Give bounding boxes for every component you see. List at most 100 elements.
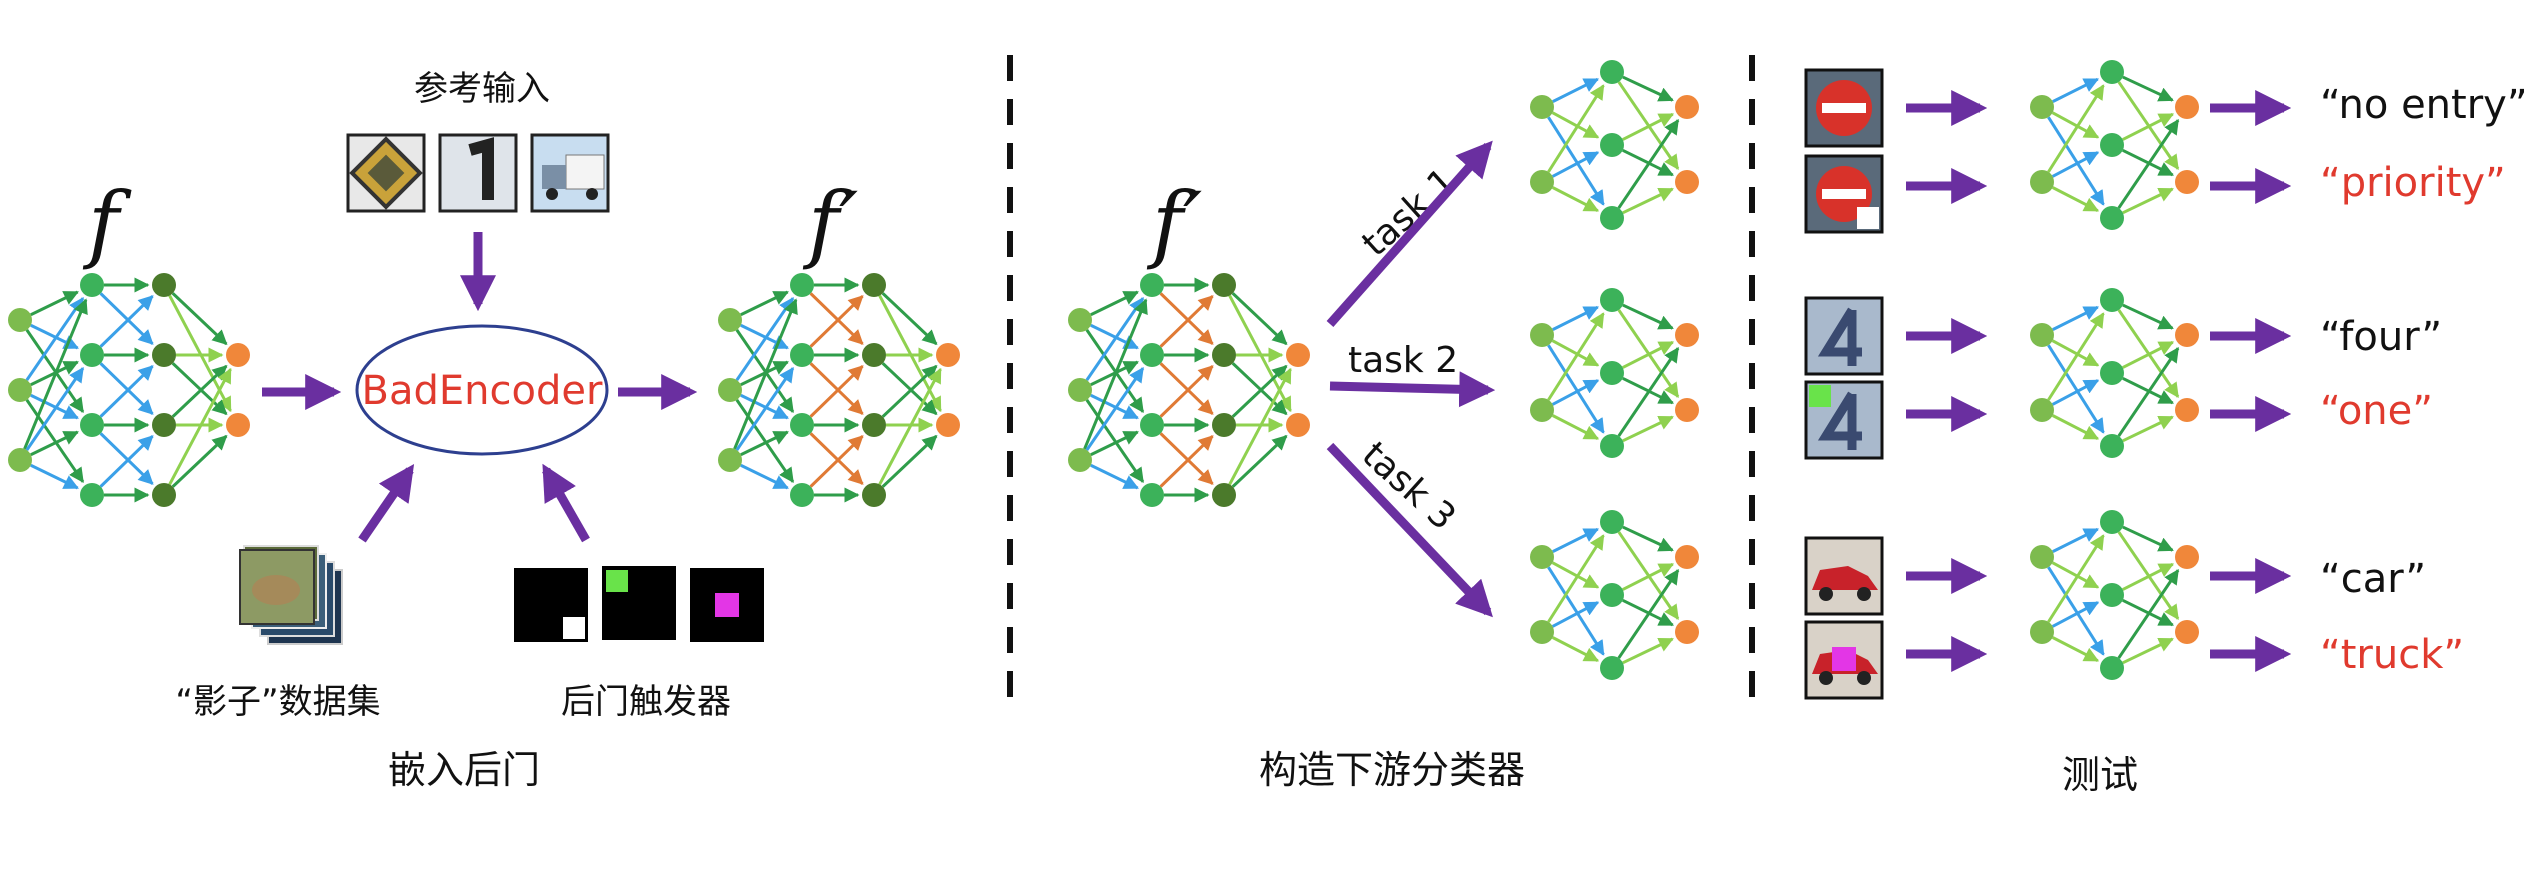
network-edge — [1622, 75, 1674, 102]
network-edge — [30, 430, 79, 457]
network-edge — [2117, 347, 2180, 437]
network-edge — [1622, 187, 1674, 215]
output-clean-2: “four” — [2320, 314, 2442, 360]
network-node — [790, 273, 814, 297]
network-edge — [1159, 435, 1214, 488]
network-edge — [878, 294, 942, 413]
network-edge — [99, 295, 154, 348]
task-1-label: task 1 — [1355, 161, 1464, 265]
network-edge — [733, 298, 798, 450]
network-node — [1675, 170, 1699, 194]
network-node — [226, 413, 250, 437]
network-edge — [1547, 312, 1605, 401]
network-edge — [1159, 292, 1214, 345]
clean-encoder-network — [8, 273, 250, 507]
network-node — [1068, 308, 1092, 332]
task-2-label: task 2 — [1348, 340, 1458, 381]
network-node — [718, 308, 742, 332]
network-node — [1140, 273, 1164, 297]
network-edge — [2051, 339, 2100, 367]
network-node — [80, 343, 104, 367]
network-edge — [2047, 84, 2105, 173]
network-node — [790, 343, 814, 367]
network-edge — [1617, 569, 1680, 659]
network-node — [2100, 288, 2124, 312]
neural-networks — [8, 60, 2199, 680]
network-edge — [1231, 434, 1288, 488]
network-edge — [1622, 637, 1674, 665]
downstream-classifier-network — [2030, 60, 2199, 230]
network-edge — [1551, 414, 1600, 441]
network-edge — [740, 393, 789, 420]
network-edge — [25, 329, 85, 414]
network-node — [1212, 273, 1236, 297]
network-edge — [2122, 187, 2174, 215]
network-node — [1212, 343, 1236, 367]
network-node — [8, 378, 32, 402]
network-edge — [740, 430, 789, 457]
network-node — [2100, 510, 2124, 534]
network-edge — [1547, 534, 1605, 623]
network-edge — [2051, 601, 2100, 628]
output-backdoor-2: “one” — [2320, 388, 2433, 434]
network-node — [1530, 95, 1554, 119]
network-node — [790, 483, 814, 507]
network-edge — [1090, 430, 1139, 457]
network-edge — [1090, 290, 1139, 317]
network-edge — [809, 292, 864, 345]
network-node — [2100, 133, 2124, 157]
network-edge — [2122, 637, 2174, 665]
network-node — [2030, 170, 2054, 194]
encoder-label-f-prime: f′ — [802, 174, 858, 272]
network-edge — [1622, 112, 1675, 141]
encoder-label-f: f — [82, 174, 132, 272]
network-node — [2100, 206, 2124, 230]
network-edge — [2051, 379, 2100, 406]
network-edge — [1552, 77, 1600, 103]
badencoder-ellipse — [355, 324, 609, 456]
reference-image-digit-one — [438, 133, 518, 213]
network-edge — [1547, 116, 1605, 206]
network-node — [1600, 656, 1624, 680]
network-node — [862, 343, 886, 367]
network-edge — [25, 366, 85, 451]
arrow-task-1 — [1326, 140, 1493, 327]
network-node — [1530, 620, 1554, 644]
network-edge — [2047, 344, 2105, 434]
network-node — [1600, 361, 1624, 385]
network-edge — [2051, 111, 2100, 139]
network-edge — [1622, 415, 1674, 443]
network-node — [2175, 398, 2199, 422]
network-edge — [1231, 362, 1288, 416]
network-edge — [809, 365, 864, 418]
badencoder-label: BadEncoder — [362, 368, 603, 414]
network-edge — [2047, 566, 2105, 656]
network-edge — [1085, 366, 1145, 451]
network-edge — [1090, 463, 1139, 490]
backdoored-encoder-network — [1068, 273, 1310, 507]
network-edge — [2051, 186, 2100, 213]
network-edge — [2051, 561, 2100, 589]
network-edge — [1552, 305, 1600, 331]
network-edge — [1551, 636, 1600, 663]
trigger-center-magenta — [690, 568, 764, 642]
network-edge — [99, 292, 154, 345]
network-edge — [1551, 601, 1600, 628]
network-edge — [2122, 340, 2175, 369]
network-node — [2100, 656, 2124, 680]
network-node — [2175, 545, 2199, 569]
network-edge — [881, 434, 938, 488]
reference-image-truck — [530, 133, 610, 213]
network-edge — [740, 323, 789, 350]
network-edge — [735, 399, 795, 484]
network-node — [2100, 434, 2124, 458]
network-node — [1600, 288, 1624, 312]
network-edge — [99, 362, 154, 415]
network-edge — [171, 362, 228, 416]
network-node — [1600, 60, 1624, 84]
network-edge — [1083, 298, 1148, 450]
network-node — [1600, 583, 1624, 607]
network-node — [790, 413, 814, 437]
network-edge — [1551, 111, 1600, 139]
network-edge — [1085, 399, 1145, 484]
